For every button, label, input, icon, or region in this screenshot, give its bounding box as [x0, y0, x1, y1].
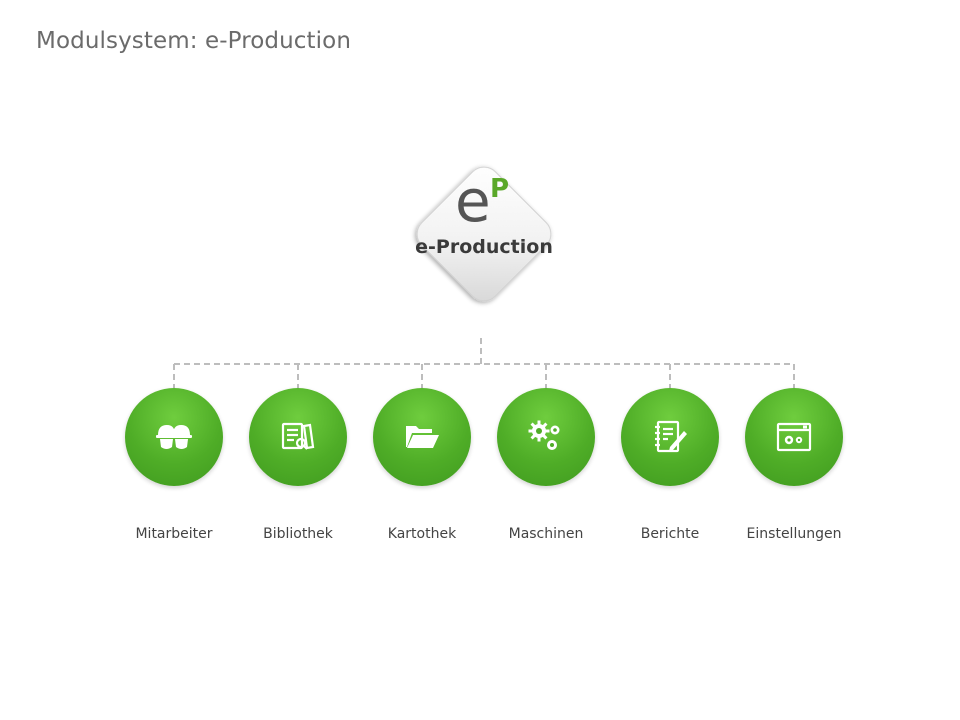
library-icon [281, 422, 315, 450]
module-berichte[interactable] [621, 388, 719, 486]
module-label-mitarbeiter: Mitarbeiter [135, 526, 213, 542]
report-icon [655, 420, 687, 453]
page-title: Modulsystem: e-Production [36, 28, 352, 54]
logo-letter-e: e [455, 167, 491, 235]
module-circle [745, 388, 843, 486]
module-mitarbeiter[interactable] [125, 388, 223, 486]
module-bibliothek[interactable] [249, 388, 347, 486]
module-circle [249, 388, 347, 486]
module-einstellungen[interactable] [745, 388, 843, 486]
gears-icon [528, 420, 560, 450]
folder-icon [406, 426, 439, 448]
e-production-logo [398, 148, 570, 320]
module-label-berichte: Berichte [640, 526, 700, 542]
module-label-maschinen: Maschinen [508, 526, 584, 542]
module-label-einstellungen: Einstellungen [746, 526, 842, 542]
logo-letter-p: P [490, 174, 510, 204]
hardhat-icon [156, 425, 192, 449]
module-label-bibliothek: Bibliothek [263, 526, 333, 542]
module-circle [621, 388, 719, 486]
module-maschinen[interactable] [497, 388, 595, 486]
logo-label: e-Production [415, 236, 553, 258]
module-label-kartothek: Kartothek [387, 526, 457, 542]
settings-window-icon [776, 422, 812, 452]
module-kartothek[interactable] [373, 388, 471, 486]
